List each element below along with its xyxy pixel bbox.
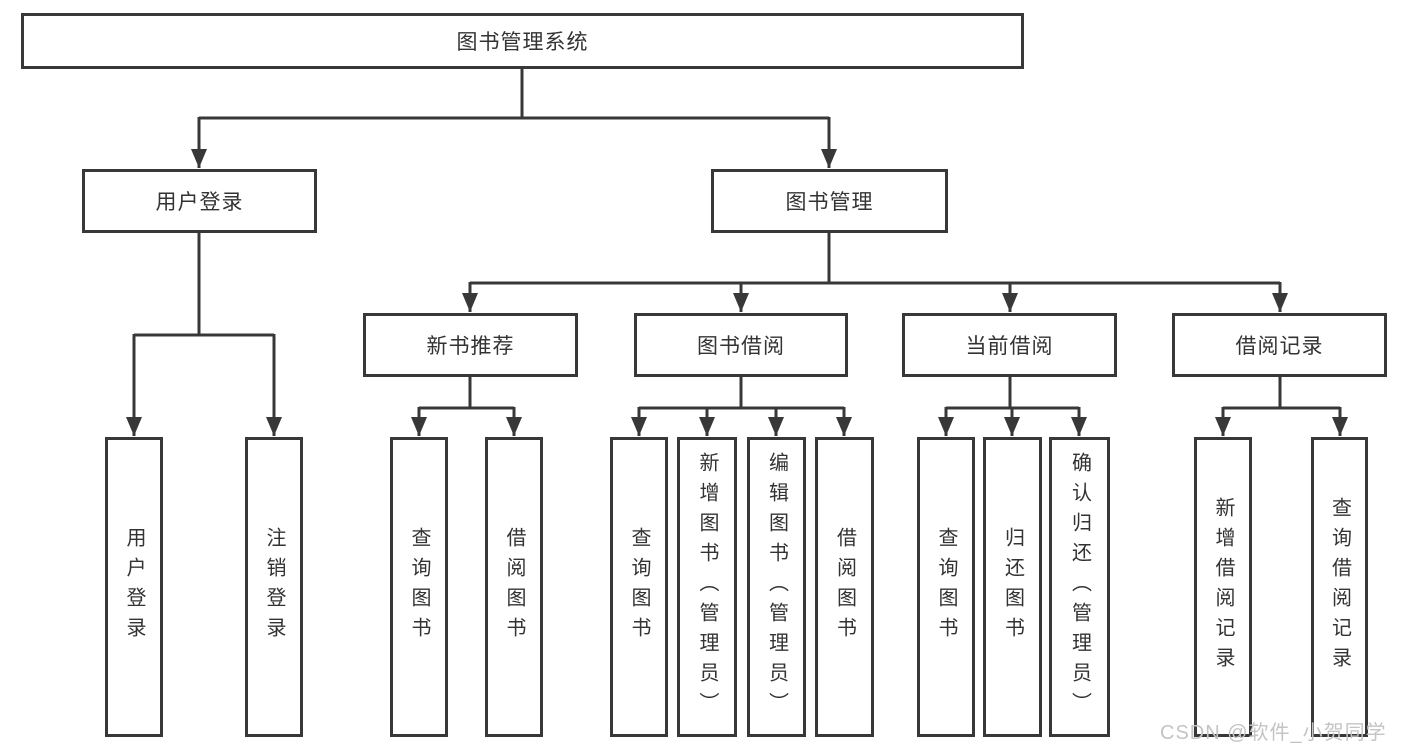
leaf-user-login: 用户登录: [105, 437, 163, 737]
leaf-current-query-book: 查询图书: [917, 437, 975, 737]
connector-root-to-level2: [191, 69, 837, 168]
leaf-borrow-book-label: 借阅图书: [833, 527, 856, 647]
leaf-borrow-query-book-label: 查询图书: [628, 527, 650, 647]
node-new-book-recommend-label: 新书推荐: [426, 335, 515, 358]
leaf-add-book-admin-label: 新增图书（管理员）: [696, 452, 718, 722]
connector-book-management-group: [462, 233, 1288, 312]
leaf-confirm-return-admin: 确认归还（管理员）: [1049, 437, 1110, 737]
node-current-borrow: 当前借阅: [902, 313, 1117, 377]
connector-recommend-group: [411, 377, 522, 436]
leaf-borrow-book: 借阅图书: [815, 437, 874, 737]
node-book-management-label: 图书管理: [785, 191, 874, 214]
connector-current-group: [938, 377, 1087, 436]
leaf-logout-label: 注销登录: [263, 527, 285, 647]
node-root-label: 图书管理系统: [456, 31, 589, 54]
leaf-edit-book-admin: 编辑图书（管理员）: [747, 437, 806, 737]
node-borrow-record-label: 借阅记录: [1235, 335, 1324, 358]
leaf-add-borrow-record-label: 新增借阅记录: [1212, 497, 1234, 677]
leaf-user-login-label: 用户登录: [123, 527, 145, 647]
node-root: 图书管理系统: [21, 13, 1024, 69]
connector-user-login-group: [126, 233, 282, 436]
leaf-recommend-borrow-book-label: 借阅图书: [503, 527, 525, 647]
leaf-query-borrow-record: 查询借阅记录: [1311, 437, 1368, 737]
leaf-return-book: 归还图书: [983, 437, 1042, 737]
leaf-query-borrow-record-label: 查询借阅记录: [1328, 497, 1351, 677]
leaf-add-borrow-record: 新增借阅记录: [1194, 437, 1252, 737]
leaf-return-book-label: 归还图书: [1001, 527, 1024, 647]
node-current-borrow-label: 当前借阅: [965, 335, 1054, 358]
watermark: CSDN @软件_小贺同学: [1160, 722, 1387, 744]
node-new-book-recommend: 新书推荐: [363, 313, 578, 377]
node-user-login-label: 用户登录: [155, 191, 244, 214]
leaf-recommend-borrow-book: 借阅图书: [485, 437, 543, 737]
connector-record-group: [1215, 377, 1348, 436]
leaf-recommend-query-book: 查询图书: [390, 437, 448, 737]
leaf-confirm-return-admin-label: 确认归还（管理员）: [1068, 452, 1091, 722]
leaf-add-book-admin: 新增图书（管理员）: [677, 437, 737, 737]
leaf-current-query-book-label: 查询图书: [935, 527, 957, 647]
node-user-login: 用户登录: [82, 169, 317, 233]
node-borrow-record: 借阅记录: [1172, 313, 1387, 377]
node-book-borrow: 图书借阅: [634, 313, 848, 377]
leaf-logout: 注销登录: [245, 437, 303, 737]
node-book-borrow-label: 图书借阅: [697, 335, 785, 358]
leaf-edit-book-admin-label: 编辑图书（管理员）: [765, 452, 788, 722]
leaf-recommend-query-book-label: 查询图书: [408, 527, 430, 647]
node-book-management: 图书管理: [711, 169, 948, 233]
connector-borrow-group: [631, 377, 852, 436]
leaf-borrow-query-book: 查询图书: [610, 437, 668, 737]
